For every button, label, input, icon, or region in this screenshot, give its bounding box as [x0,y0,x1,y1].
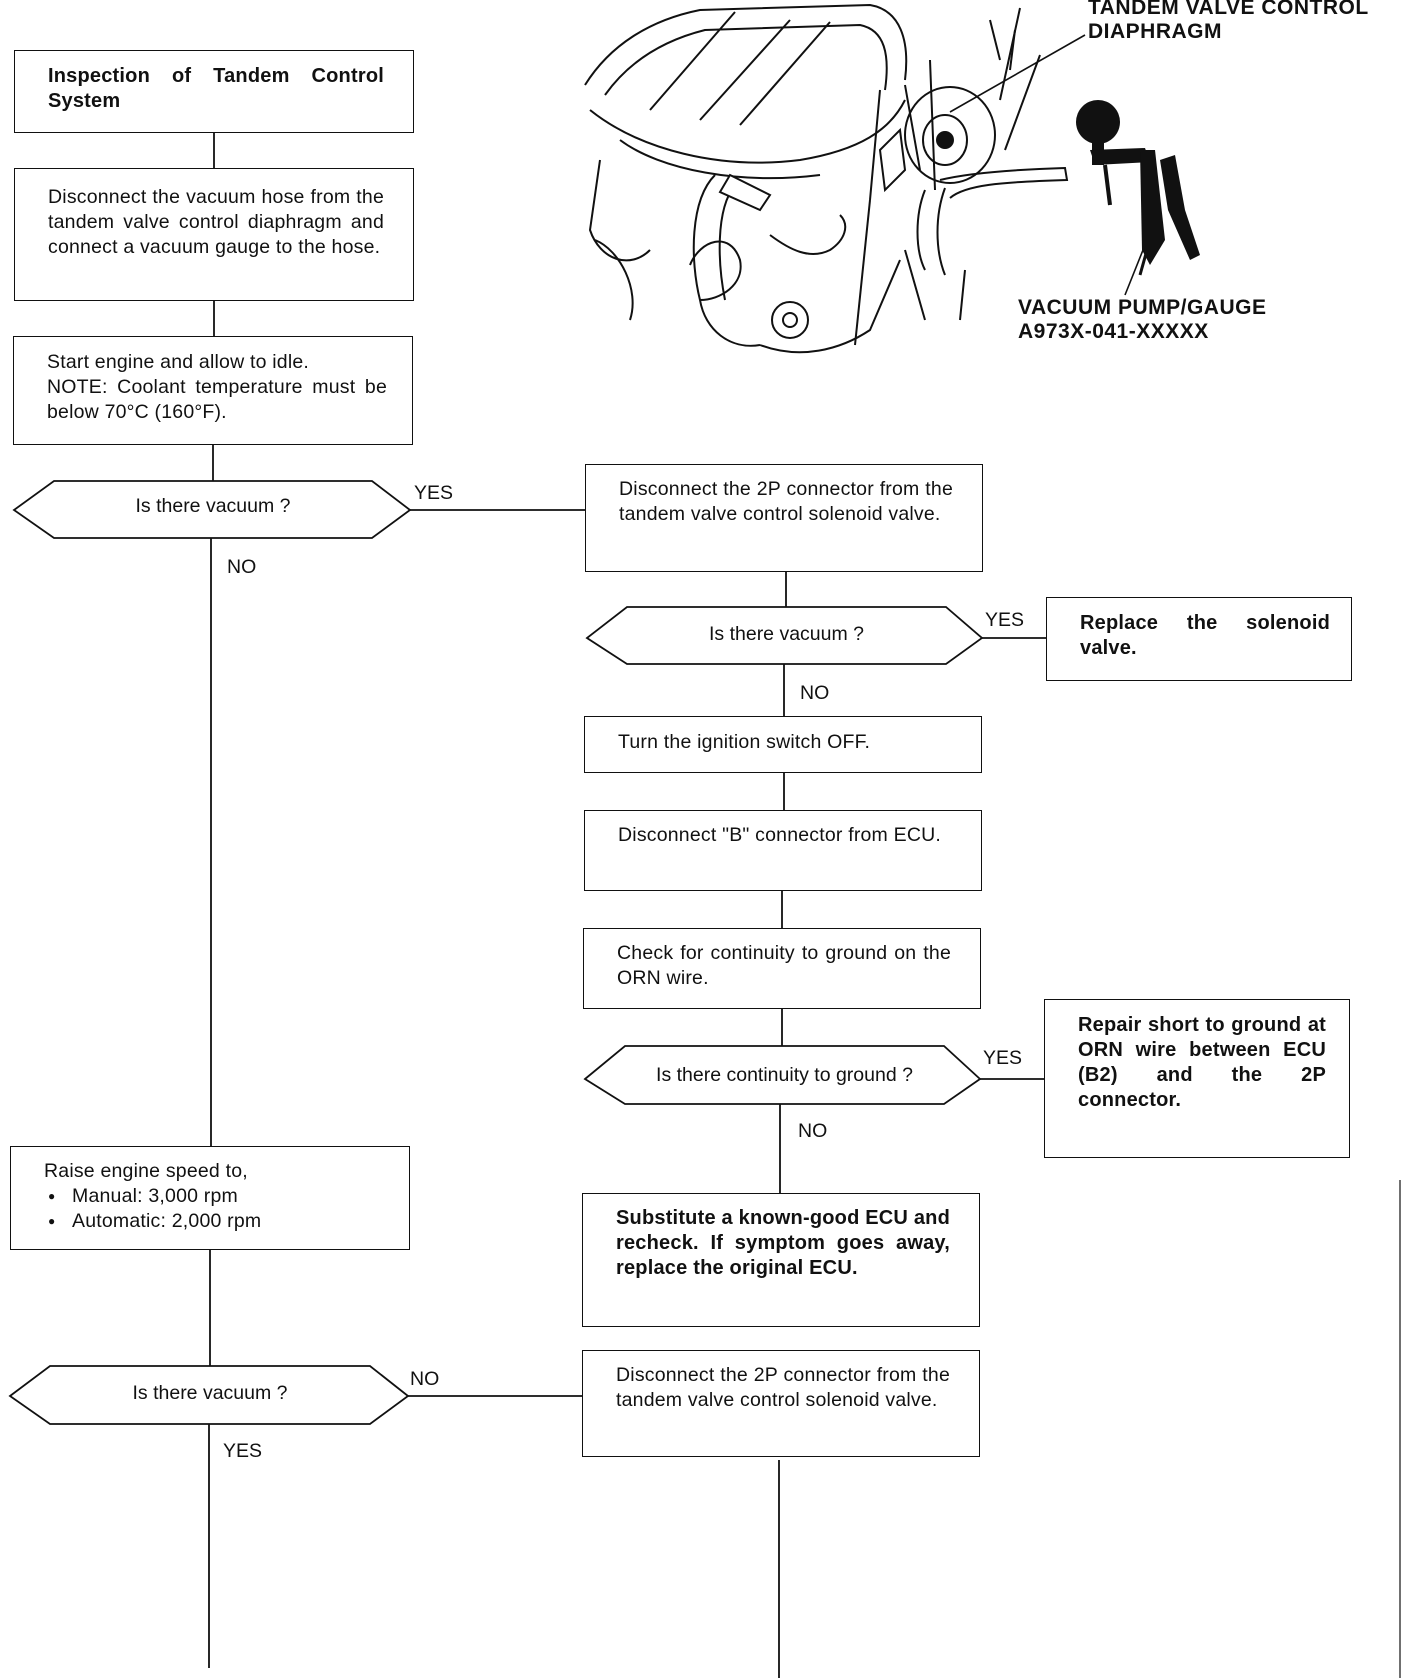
substitute-ecu-box: Substitute a known-good ECU and recheck.… [582,1193,980,1327]
check-continuity-text: Check for continuity to ground on the OR… [617,942,951,989]
decision-3-no: NO [800,682,830,704]
decision-4-label: Is there continuity to ground ? [656,1064,913,1086]
decision-shape-3 [585,606,984,665]
disconnect-2p-box-b: Disconnect the 2P connector from the tan… [582,1350,980,1457]
disconnect-2p-box-a: Disconnect the 2P connector from the tan… [585,464,983,572]
diaphragm-callout: TANDEM VALVE CONTROL DIAPHRAGM [1088,0,1369,44]
decision-1-label: Is there vacuum ? [135,495,291,517]
diaphragm-callout-leader [949,34,1086,113]
pump-callout-line1: VACUUM PUMP/GAUGE [1018,296,1267,319]
disconnect-hose-box: Disconnect the vacuum hose from the tand… [14,168,414,301]
coolant-note: NOTE: Coolant temperature must be below … [47,376,387,423]
turn-off-box: Turn the ignition switch OFF. [584,716,982,773]
turn-off-text: Turn the ignition switch OFF. [618,731,871,753]
rpm-list: Manual: 3,000 rpm Automatic: 2,000 rpm [44,1184,384,1234]
pump-callout: VACUUM PUMP/GAUGE A973X-041-XXXXX [1018,296,1266,344]
decision-1-yes: YES [414,482,454,504]
start-engine-box: Start engine and allow to idle. NOTE: Co… [13,336,413,445]
start-engine-line: Start engine and allow to idle. [47,351,310,373]
decision-shape-4 [583,1045,982,1105]
decision-1-no: NO [227,556,257,578]
decision-shape-1 [12,480,412,539]
repair-short-text: Repair short to ground at ORN wire betwe… [1078,1014,1326,1111]
disconnect-b-text: Disconnect "B" connector from ECU. [618,824,942,846]
disconnect-hose-text: Disconnect the vacuum hose from the tand… [48,186,384,258]
disconnect-b-box: Disconnect "B" connector from ECU. [584,810,982,891]
rpm-automatic: Automatic: 2,000 rpm [44,1209,384,1234]
substitute-ecu-text: Substitute a known-good ECU and recheck.… [616,1207,950,1279]
disconnect-2p-text-b: Disconnect the 2P connector from the tan… [616,1364,950,1411]
decision-2-no: NO [410,1368,440,1390]
disconnect-2p-text-a: Disconnect the 2P connector from the tan… [619,478,953,525]
repair-short-box: Repair short to ground at ORN wire betwe… [1044,999,1350,1158]
rpm-manual: Manual: 3,000 rpm [44,1184,384,1209]
diaphragm-callout-line1: TANDEM VALVE CONTROL [1088,0,1369,19]
raise-speed-text: Raise engine speed to, Manual: 3,000 rpm… [44,1159,384,1234]
decision-3-label: Is there vacuum ? [709,623,864,645]
raise-speed-intro: Raise engine speed to, [44,1160,248,1182]
decision-2-yes: YES [223,1440,263,1462]
decision-2-label: Is there vacuum ? [132,1382,288,1404]
start-engine-text: Start engine and allow to idle. NOTE: Co… [47,350,387,425]
title-box: Inspection of Tandem Control System [14,50,414,133]
replace-solenoid-box: Replace the solenoid valve. [1046,597,1352,681]
pump-callout-line2: A973X-041-XXXXX [1018,320,1209,343]
diaphragm-callout-line2: DIAPHRAGM [1088,20,1222,43]
decision-3-yes: YES [985,609,1025,631]
engine-illustration [584,3,1069,354]
pump-callout-leader [1124,244,1146,296]
raise-speed-box: Raise engine speed to, Manual: 3,000 rpm… [10,1146,410,1250]
check-continuity-box: Check for continuity to ground on the OR… [583,928,981,1009]
decision-4-no: NO [798,1120,828,1142]
replace-solenoid-text: Replace the solenoid valve. [1080,612,1330,659]
title-text: Inspection of Tandem Control System [48,65,384,112]
decision-shape-2 [8,1365,410,1425]
vacuum-pump-gauge-icon [1076,100,1200,276]
decision-4-yes: YES [983,1047,1023,1069]
